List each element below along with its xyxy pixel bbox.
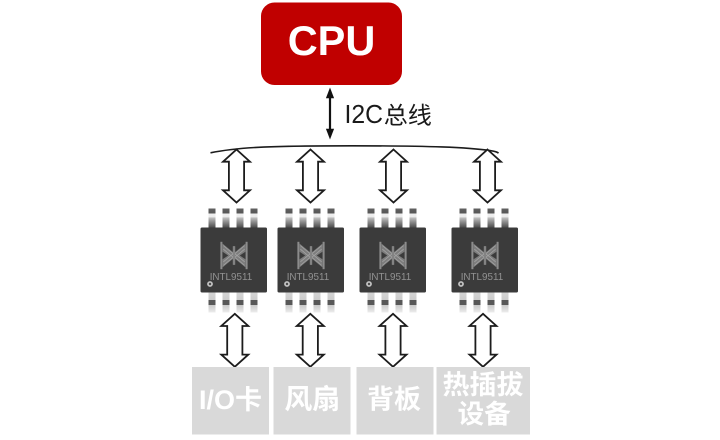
svg-text:I/O: I/O [199, 385, 235, 415]
svg-text:INTL9511: INTL9511 [287, 272, 330, 283]
svg-text:INTL9511: INTL9511 [369, 272, 412, 283]
svg-text:I2C: I2C [345, 101, 384, 129]
svg-text:INTL9511: INTL9511 [461, 272, 504, 283]
svg-text:INTL9511: INTL9511 [210, 272, 253, 283]
svg-text:CPU: CPU [288, 17, 376, 64]
